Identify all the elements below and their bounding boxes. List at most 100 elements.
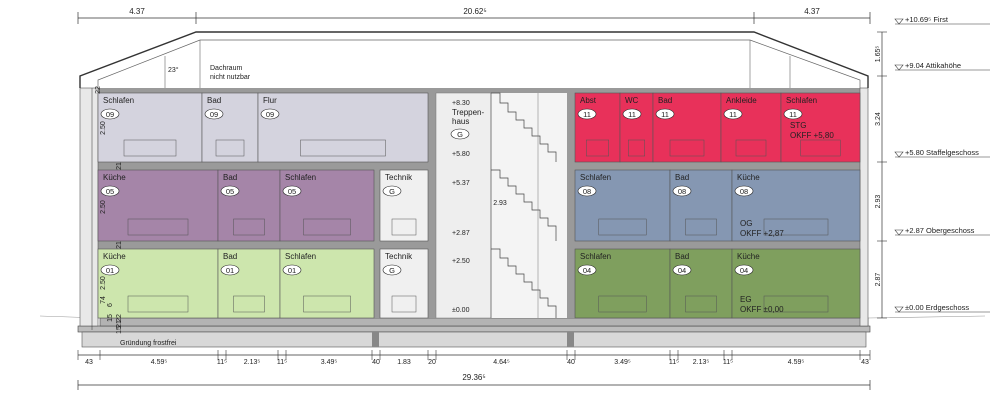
furniture-outline: [127, 218, 189, 236]
level-marker-icon: [894, 18, 904, 25]
room-tag: G: [389, 266, 395, 275]
room-tag-oval: [282, 185, 302, 197]
room-tag: 05: [288, 187, 296, 196]
bottom-dim: 3.49⁵: [614, 359, 631, 366]
room-tag-oval: [220, 264, 240, 276]
room-tag-oval: [100, 264, 120, 276]
room-tag-oval: [577, 264, 597, 276]
left-height: 21: [116, 162, 123, 170]
room-tag: 01: [288, 266, 296, 275]
left-height: 22: [116, 314, 123, 322]
room-name: Küche: [737, 252, 760, 261]
floor-note: EG: [740, 295, 752, 304]
room-6: [720, 92, 782, 163]
bottom-dim: 43: [861, 359, 869, 366]
furniture-outline: [685, 295, 717, 313]
room-3: [574, 92, 621, 163]
room-name: Bad: [675, 252, 689, 261]
bottom-dim: 3.49⁵: [321, 359, 338, 366]
room-tag-oval: [672, 185, 692, 197]
furniture-outline: [685, 218, 717, 236]
right-height: 2.93: [875, 195, 882, 209]
stair-level: +5.37: [452, 180, 470, 187]
top-dim: 4.37: [804, 7, 820, 16]
room-name: Bad: [207, 96, 221, 105]
room-tag-oval: [622, 108, 642, 120]
room-tag-oval: [204, 108, 224, 120]
room-tag: 11: [583, 110, 591, 119]
left-height: 21: [116, 320, 123, 328]
room-name: Bad: [223, 252, 237, 261]
level-label: +10.69⁵ First: [905, 15, 949, 24]
room-tag-oval: [723, 108, 743, 120]
furniture-outline: [598, 295, 647, 313]
room-name: Schlafen: [285, 173, 316, 182]
rooms-layer: [97, 92, 861, 319]
left-height: 15: [116, 326, 123, 334]
bottom-dim: 11⁵: [723, 359, 733, 366]
room-name: Abst: [580, 96, 597, 105]
right-height: 3.24: [875, 112, 882, 126]
room-name: Bad: [223, 173, 237, 182]
furniture-outline: [215, 139, 245, 157]
left-height: 2.50: [100, 121, 107, 135]
room-tag-oval: [734, 185, 754, 197]
level-label: +5.80 Staffelgeschoss: [905, 148, 979, 157]
left-height: 15: [107, 314, 114, 322]
furniture-outline: [300, 139, 386, 157]
furniture-outline: [303, 218, 351, 236]
bottom-dim: 1.83: [397, 359, 411, 366]
room-tag-oval: [260, 108, 280, 120]
room-name: Schlafen: [285, 252, 316, 261]
foundation-label: Gründung frostfrei: [120, 340, 177, 347]
room-tag: 01: [226, 266, 234, 275]
bottom-dim: 43: [85, 359, 93, 366]
furniture-outline: [127, 295, 189, 313]
stair-level: +2.87: [452, 230, 470, 237]
room-21: [731, 248, 861, 319]
floor-note: OKFF +2,87: [740, 229, 784, 238]
room-2: [257, 92, 429, 163]
room-14: [731, 169, 861, 242]
furniture-outline: [233, 218, 265, 236]
floor-note: OKFF +5,80: [790, 131, 834, 140]
room-tag: 05: [106, 187, 114, 196]
left-height: 6: [107, 303, 114, 307]
bottom-dim: 20: [428, 359, 436, 366]
furniture-outline: [763, 295, 829, 313]
left-height: 2.50: [100, 200, 107, 214]
furniture-outline: [391, 218, 417, 236]
furniture-outline: [763, 218, 829, 236]
floor-note: OKFF ±0,00: [740, 305, 784, 314]
level-marker-icon: [894, 306, 904, 313]
bottom-dim: 40: [372, 359, 380, 366]
bottom-dim: 2.13⁵: [244, 359, 261, 366]
level-label: +2.87 Obergeschoss: [905, 226, 975, 235]
top-dim: 4.37: [129, 7, 145, 16]
floor-note: STG: [790, 121, 806, 130]
room-tag: 01: [106, 266, 114, 275]
floor-note: OG: [740, 219, 752, 228]
room-tag-oval: [577, 185, 597, 197]
room-name: Technik: [385, 252, 413, 261]
furniture-outline: [598, 218, 647, 236]
roof-pitch: 23°: [168, 66, 179, 74]
bottom-dim: 2.13⁵: [693, 359, 710, 366]
total-width: 29.36⁵: [462, 373, 485, 382]
furniture-outline: [233, 295, 265, 313]
room-tag-oval: [734, 264, 754, 276]
room-tag-oval: [382, 264, 402, 276]
room-tag: 08: [740, 187, 748, 196]
room-tag-oval: [100, 185, 120, 197]
room-13: [669, 169, 733, 242]
stair-level: ±0.00: [452, 307, 470, 314]
room-12: [574, 169, 671, 242]
ground: [39, 315, 986, 348]
bottom-dim: 40: [567, 359, 575, 366]
bottom-dim: 11⁵: [277, 359, 287, 366]
room-7: [780, 92, 861, 163]
room-tag: 05: [226, 187, 234, 196]
